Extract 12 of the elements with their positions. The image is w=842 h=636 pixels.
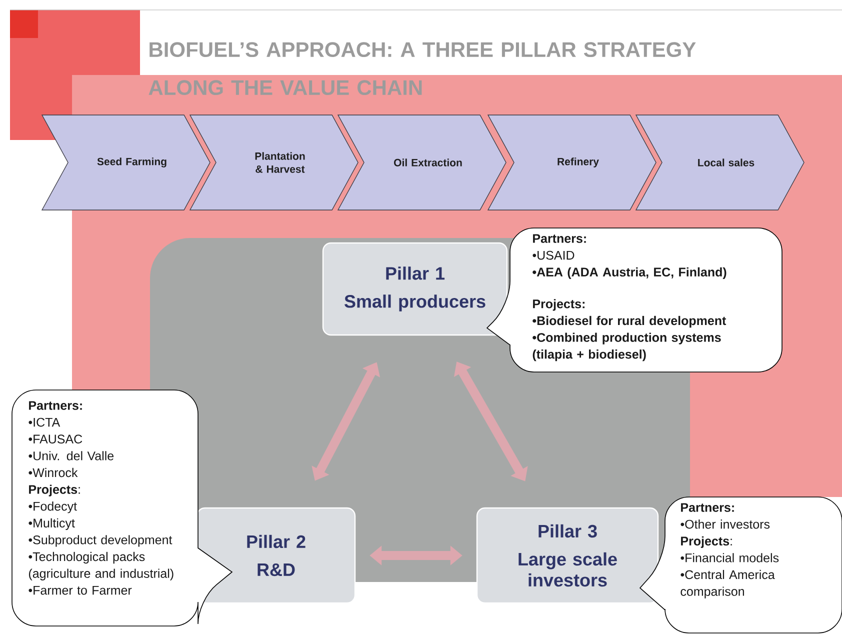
title: BIOFUEL’S APPROACH: A THREE PILLAR STRATEGY ALONG THE VALUE CHAIN [148, 42, 696, 96]
chevron-step: Oil Extraction [337, 114, 506, 210]
pillar-box: Pillar 1 Small producers [322, 242, 508, 336]
chevron-step: Seed Farming [41, 114, 210, 210]
chevron-step: Refinery [487, 114, 656, 210]
pillar-box: Pillar 2 R&D [196, 507, 356, 604]
speech-bubble: Partners: •ICTA •FAUSAC •Univ. del Valle •Winrock Projects: •Fodecyt •Multicyt •Subproduct development •Technological packs (agriculture and industrial) •Farmer to Farmer [12, 390, 232, 626]
speech-bubble: Partners: •USAID •AEA (ADA Austria, EC, Finland) Projects: •Biodiesel for rural development •Combined production systems (tilapia + biodiesel) [486, 228, 782, 372]
chevron-step: Local sales [635, 114, 804, 210]
speech-bubble: Partners: •Other investors Projects: •Financial models •Central America comparison [640, 496, 842, 634]
chevron-step: Plantation & Harvest [189, 114, 358, 210]
pillar-box: Pillar 3 Large scale investors [476, 507, 659, 604]
